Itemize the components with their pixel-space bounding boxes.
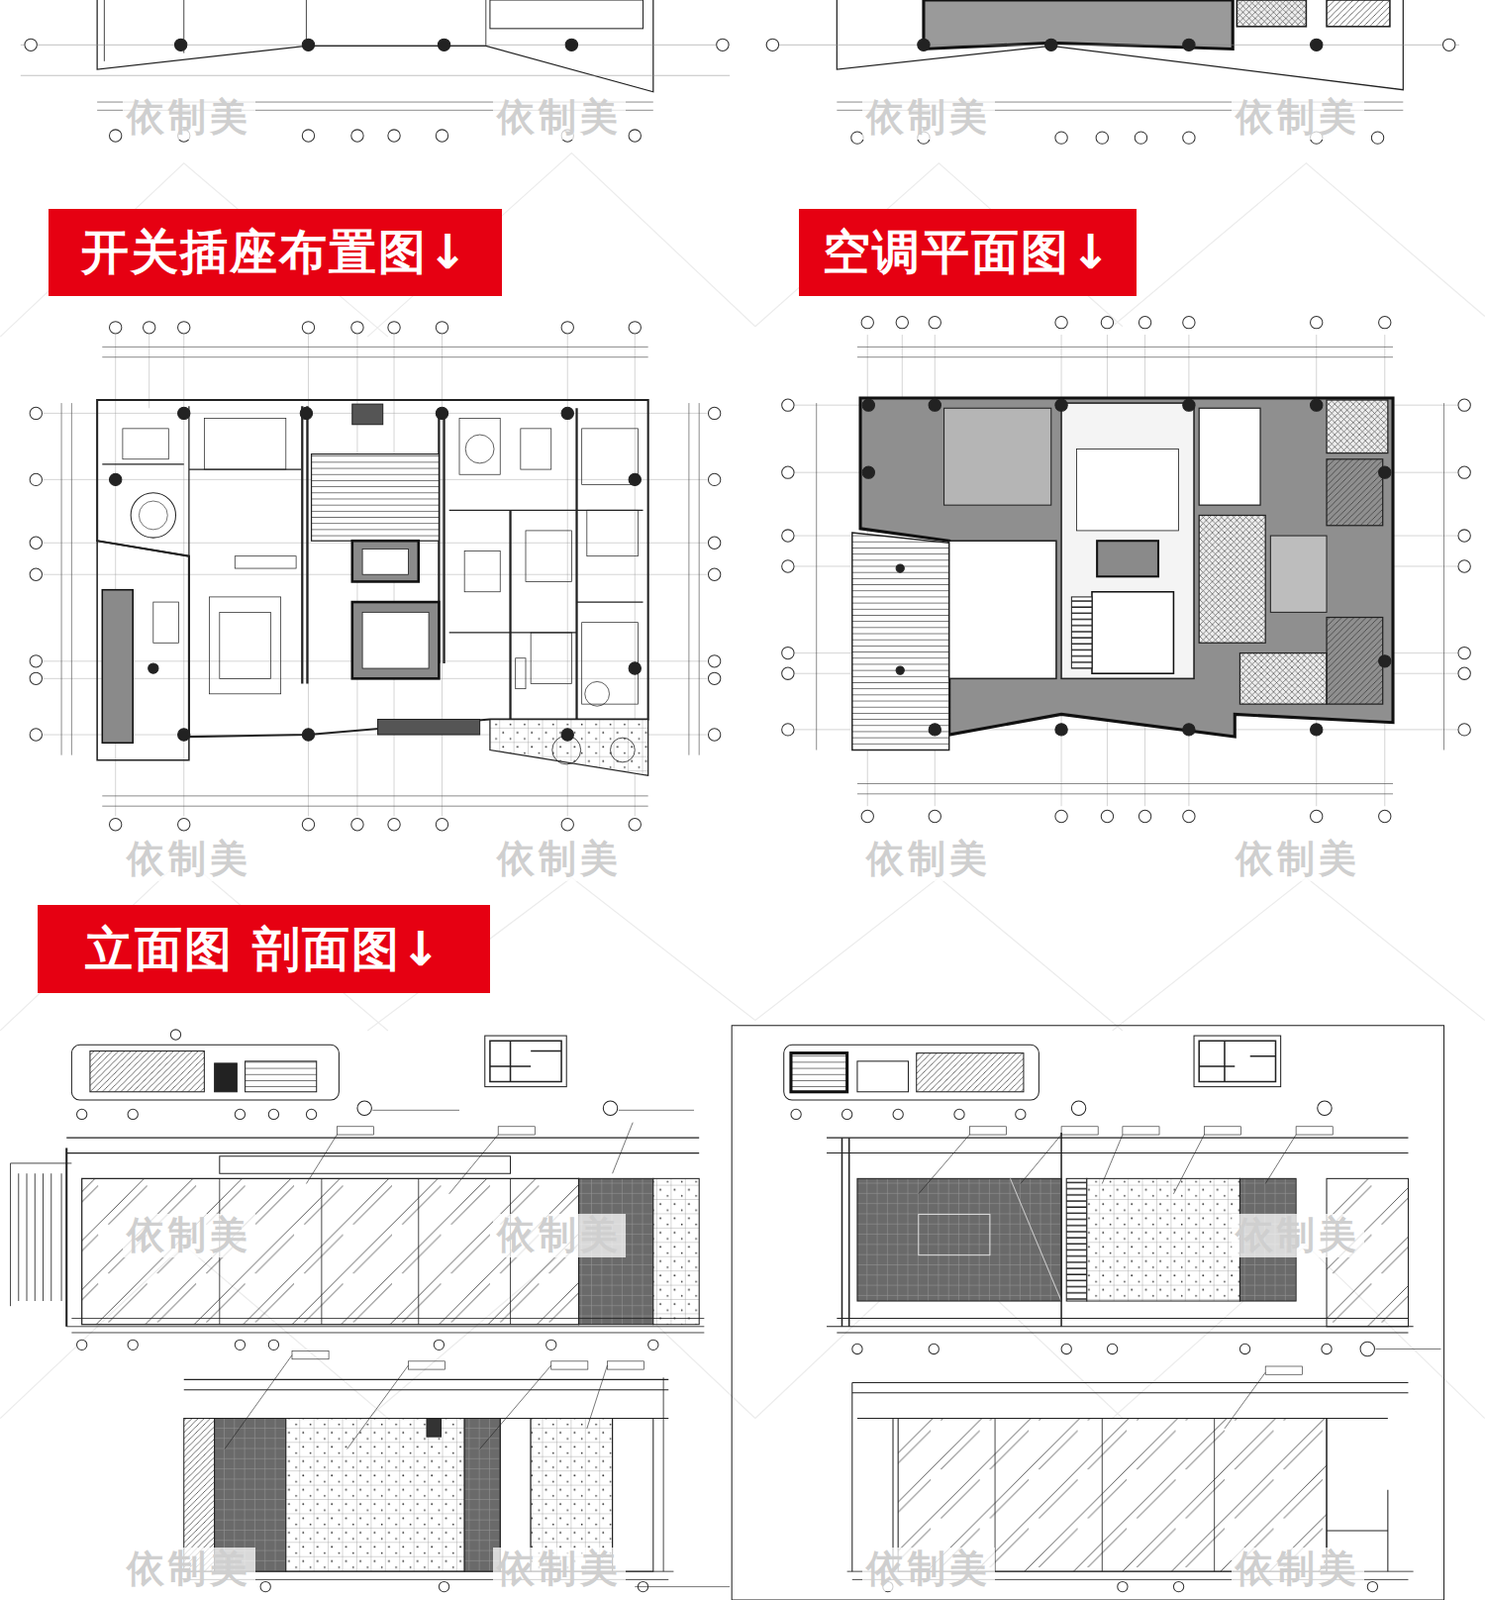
ac-plan [782, 315, 1472, 822]
banner-title: 空调平面图↓ [822, 220, 1112, 285]
banner-title: 立面图 剖面图↓ [85, 917, 443, 982]
watermark: 依制美 [122, 1547, 256, 1591]
socket-layout-plan [29, 321, 721, 831]
watermark: 依制美 [1231, 1213, 1365, 1258]
watermark: 依制美 [1231, 837, 1365, 882]
watermark: 依制美 [1231, 96, 1365, 140]
watermark: 依制美 [1231, 1547, 1365, 1591]
background-watermark-lines [0, 153, 1485, 1419]
elevation-left [10, 1029, 731, 1592]
watermark: 依制美 [122, 837, 256, 882]
banner-title: 开关插座布置图↓ [81, 220, 470, 285]
watermark: 依制美 [122, 96, 256, 140]
watermark: 依制美 [862, 837, 995, 882]
watermark: 依制美 [862, 1547, 995, 1591]
elevation-right [731, 1025, 1444, 1600]
watermark: 依制美 [493, 837, 626, 882]
watermark: 依制美 [493, 1213, 626, 1258]
title-banner: 空调平面图↓ [798, 208, 1137, 297]
watermark: 依制美 [493, 1547, 626, 1591]
watermark: 依制美 [493, 96, 626, 140]
watermark: 依制美 [862, 96, 995, 140]
title-banner: 立面图 剖面图↓ [37, 904, 491, 993]
top-right-plan [765, 0, 1460, 144]
title-banner: 开关插座布置图↓ [48, 208, 502, 297]
watermark: 依制美 [122, 1213, 256, 1258]
top-left-plan [20, 0, 730, 142]
